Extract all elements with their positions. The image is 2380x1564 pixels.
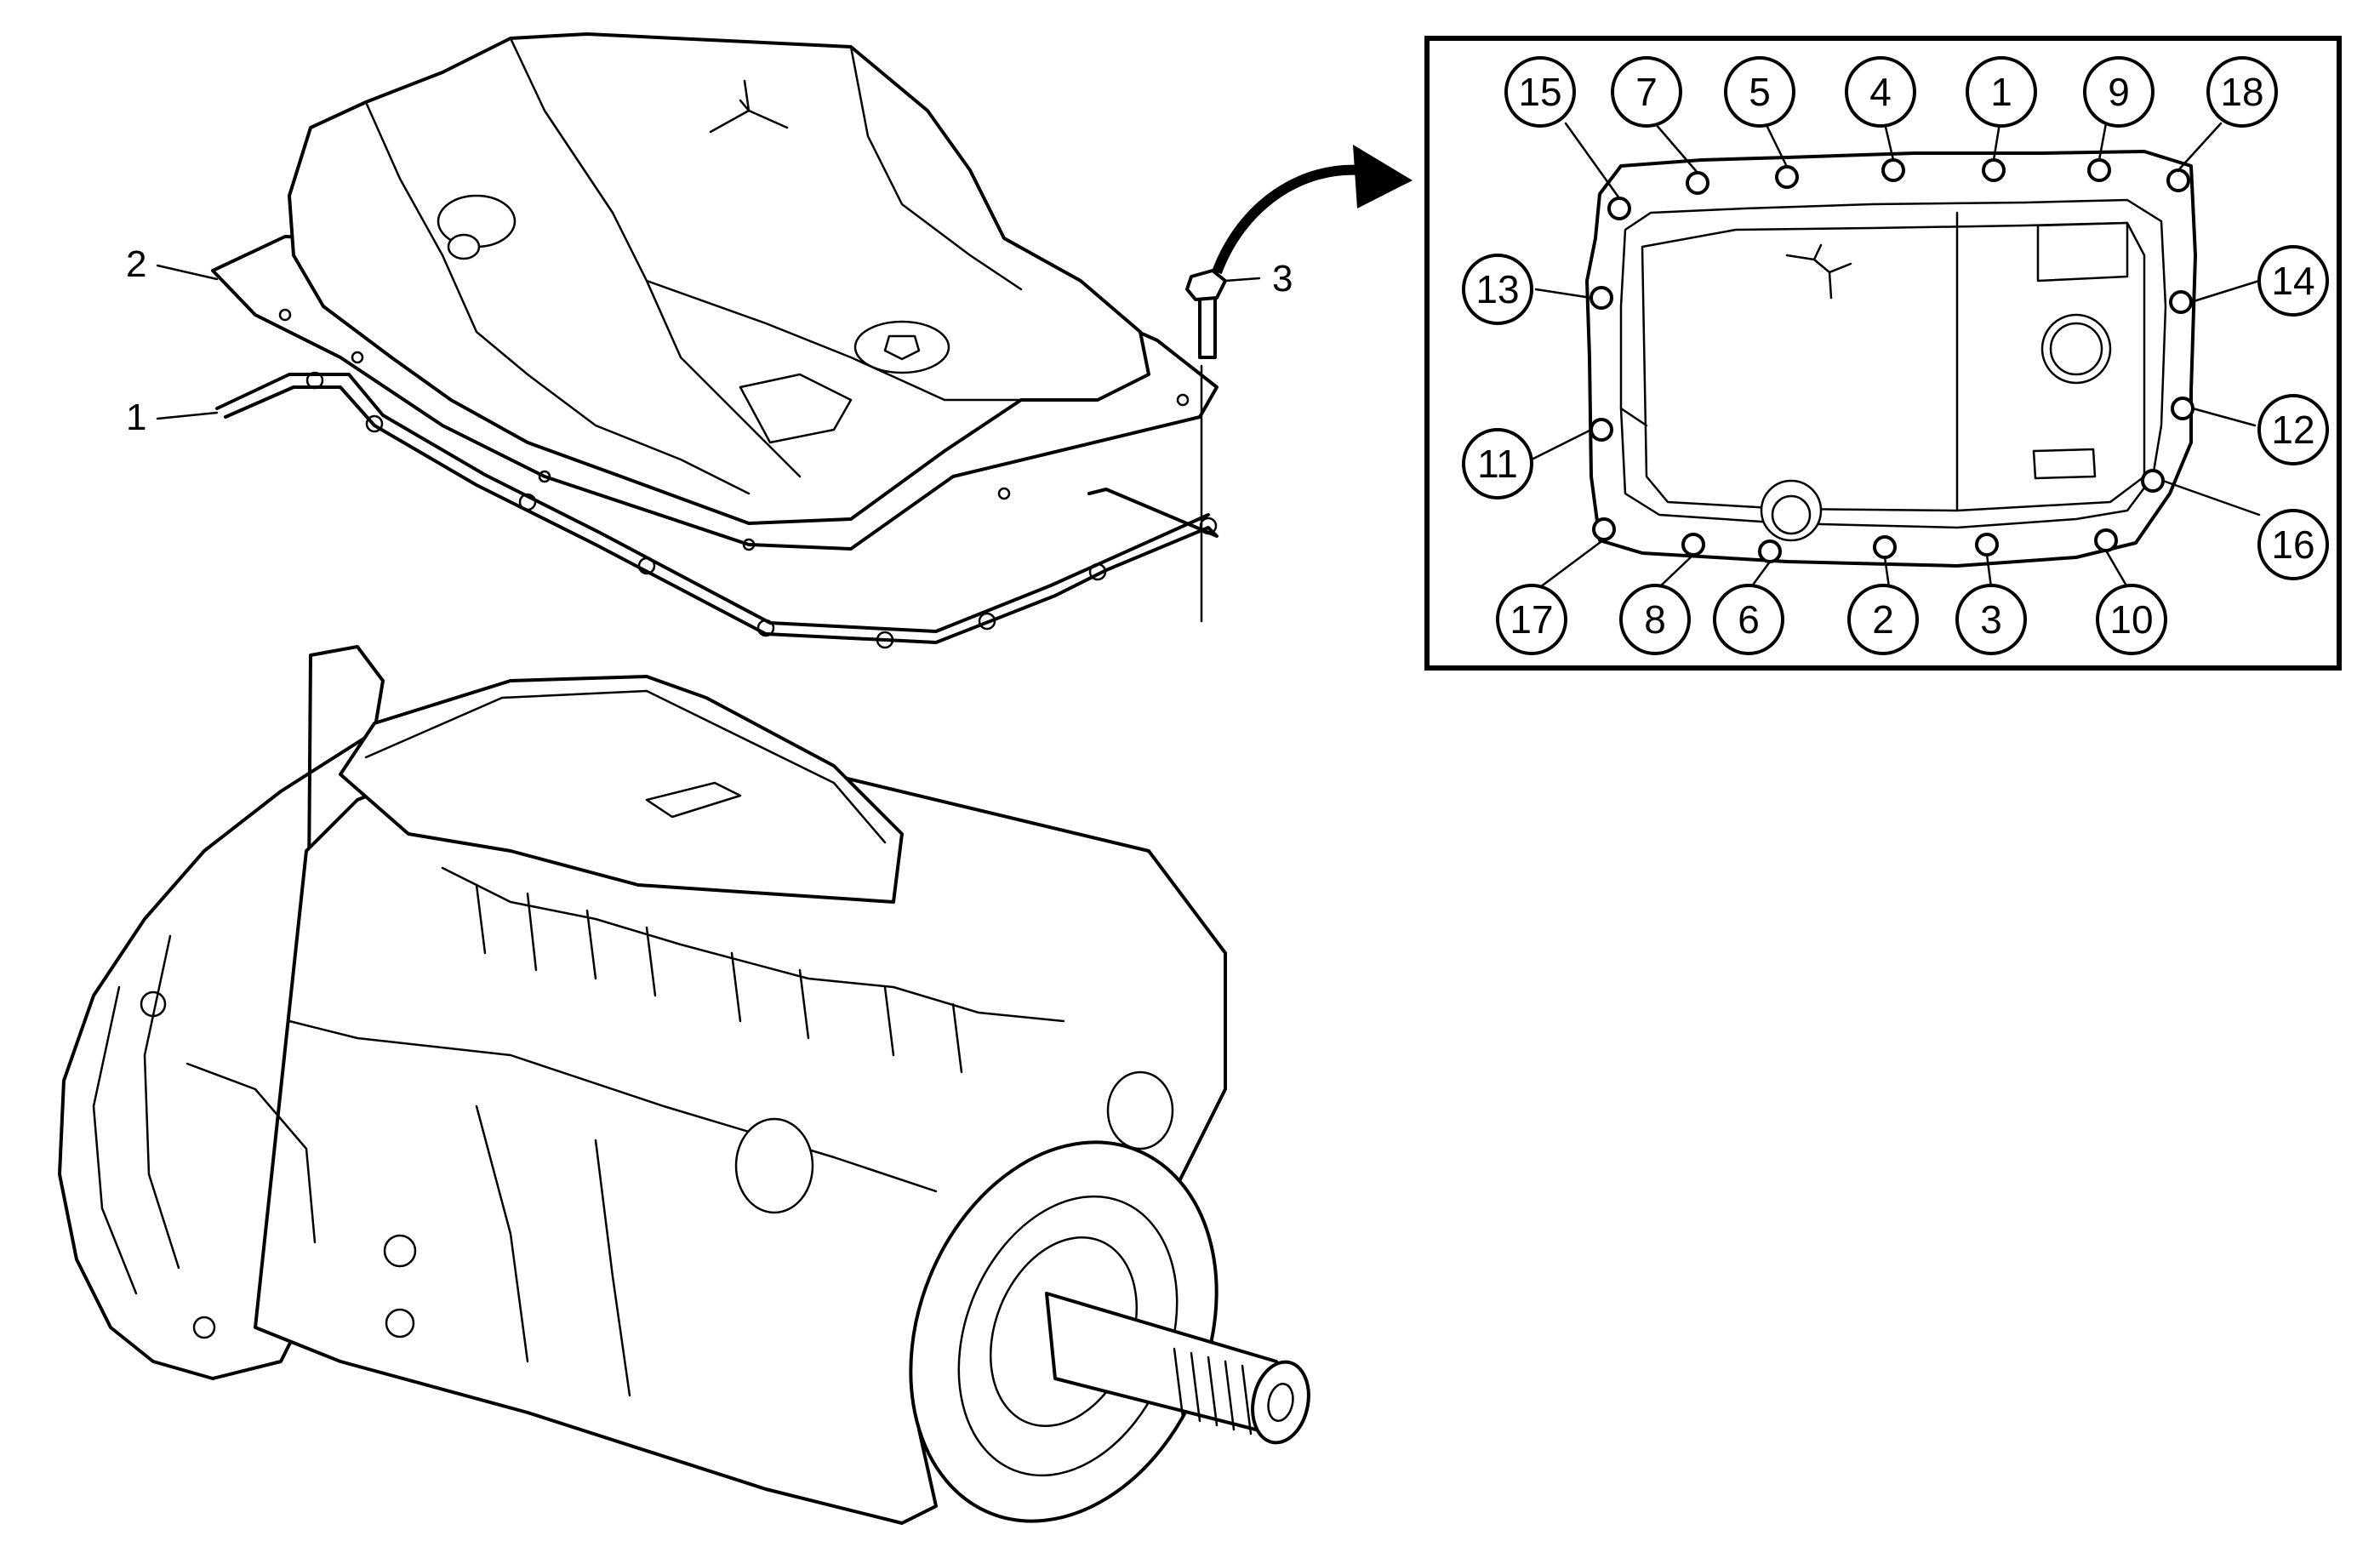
callout-3: 3: [1224, 258, 1293, 300]
sequence-leaders: [1530, 122, 2261, 589]
seq-4: 4: [1845, 56, 1916, 128]
svg-text:12: 12: [2271, 408, 2314, 452]
curved-arrow-icon: [1212, 145, 1413, 275]
seq-16: 16: [2257, 509, 2329, 580]
seq-8: 8: [1619, 584, 1691, 655]
seq-3: 3: [1955, 584, 2027, 655]
pan-bolt: [1185, 269, 1227, 623]
transmission-assembly: [58, 645, 1310, 1525]
seq-10: 10: [2096, 584, 2167, 655]
seq-13: 13: [1462, 254, 1533, 325]
seq-12: 12: [2257, 394, 2329, 465]
svg-text:11: 11: [1477, 442, 1518, 486]
svg-text:3: 3: [1980, 597, 2002, 642]
transmission-oil-pan: [211, 32, 1219, 551]
seq-14: 14: [2257, 245, 2329, 317]
seq-9: 9: [2083, 56, 2155, 128]
oil-pan-gasket: [215, 371, 1219, 649]
svg-text:7: 7: [1635, 70, 1658, 114]
svg-text:3: 3: [1272, 258, 1293, 300]
svg-text:17: 17: [1510, 597, 1553, 642]
svg-text:8: 8: [1644, 597, 1666, 642]
svg-text:5: 5: [1749, 70, 1771, 114]
seq-17: 17: [1496, 584, 1567, 655]
svg-text:9: 9: [2108, 70, 2130, 114]
callout-2: 2: [126, 243, 219, 285]
svg-text:13: 13: [1475, 267, 1519, 311]
seq-2: 2: [1847, 584, 1919, 655]
svg-text:10: 10: [2109, 597, 2153, 642]
svg-text:2: 2: [126, 243, 146, 285]
svg-text:1: 1: [1990, 70, 2012, 114]
callout-1: 1: [126, 397, 219, 438]
svg-text:4: 4: [1869, 70, 1892, 114]
svg-text:16: 16: [2271, 522, 2314, 567]
svg-text:2: 2: [1872, 597, 1894, 642]
svg-text:6: 6: [1738, 597, 1760, 642]
seq-15: 15: [1504, 56, 1576, 128]
svg-text:14: 14: [2271, 259, 2314, 303]
svg-text:1: 1: [126, 397, 146, 438]
seq-11: 11: [1462, 428, 1533, 499]
seq-7: 7: [1611, 56, 1682, 128]
svg-text:18: 18: [2220, 70, 2263, 114]
seq-18: 18: [2206, 56, 2278, 128]
seq-1: 1: [1966, 56, 2037, 128]
seq-5: 5: [1724, 56, 1795, 128]
seq-6: 6: [1713, 584, 1784, 655]
tightening-sequence-inset: 15 7 5 4 1 9 18 13 14 11 12 16 17 8 6 2 …: [1424, 36, 2342, 671]
svg-text:15: 15: [1518, 70, 1561, 114]
